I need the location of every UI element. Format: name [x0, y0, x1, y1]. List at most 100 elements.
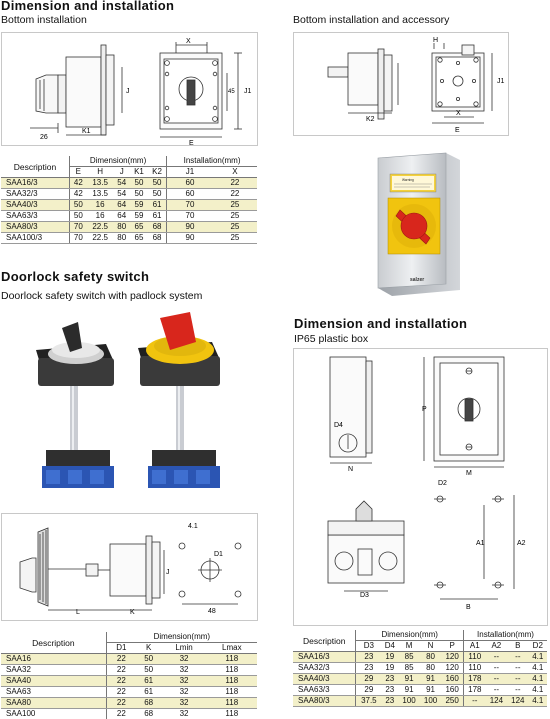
row-model: SAA32/3 — [293, 662, 357, 674]
row-value: 68 — [147, 232, 167, 244]
row-value: 70 — [69, 221, 87, 233]
row-value: 32 — [161, 675, 207, 687]
table-doorlock: Description Dimension(mm) D1 K Lmin Lmax… — [1, 632, 257, 719]
row-value: 59 — [130, 199, 148, 211]
label-a1: A1 — [476, 540, 485, 547]
row-value: 13.5 — [86, 177, 114, 189]
row-value: 32 — [161, 697, 207, 709]
label-b: B — [466, 604, 471, 611]
label-k: K — [130, 609, 135, 616]
col-b: B — [507, 640, 529, 652]
row-value: 61 — [135, 686, 162, 698]
col-description-2: Description — [1, 632, 107, 654]
row-value: 65 — [130, 232, 148, 244]
row-model: SAA80 — [1, 697, 107, 709]
col-k2: K2 — [147, 166, 167, 178]
row-value: 59 — [130, 210, 148, 222]
label-d4: D4 — [334, 422, 343, 429]
col-p: P — [441, 640, 464, 652]
drawing-bottom-installation-accessory: H X K2 J1 E — [293, 32, 509, 136]
row-value: 22 — [106, 686, 136, 698]
row-value: 50 — [135, 664, 162, 676]
row-value: 250 — [441, 695, 464, 707]
row-value: 22 — [106, 664, 136, 676]
row-value: 120 — [441, 662, 464, 674]
col-group-installation-3: Installation(mm) — [462, 630, 547, 641]
col-d3: D3 — [355, 640, 382, 652]
label-d2: D2 — [438, 480, 447, 487]
box-warning-text: Warning — [402, 178, 414, 182]
label-e2: E — [455, 127, 460, 134]
row-value: 50 — [69, 199, 87, 211]
row-value: -- — [507, 673, 529, 685]
row-model: SAA100/3 — [1, 232, 70, 244]
row-model: SAA100 — [1, 708, 107, 719]
label-j1: J1 — [244, 88, 252, 95]
row-value: 91 — [419, 673, 442, 685]
row-value: 19 — [381, 662, 399, 674]
row-value: 54 — [113, 188, 131, 200]
col-description-3: Description — [293, 630, 357, 652]
row-value: 4.1 — [528, 684, 547, 696]
row-value: -- — [507, 651, 529, 663]
col-a1: A1 — [462, 640, 486, 652]
col-d4: D4 — [381, 640, 399, 652]
label-j: J — [126, 88, 130, 95]
row-model: SAA63 — [1, 686, 107, 698]
drawing-bottom-installation: X J J1 45 E K1 26 — [1, 32, 258, 147]
table-bottom-installation: Description Dimension(mm) Installation(m… — [1, 156, 257, 244]
row-value: 118 — [206, 697, 257, 709]
row-value: 22 — [212, 188, 257, 200]
row-value: -- — [485, 662, 508, 674]
col-a2: A2 — [485, 640, 508, 652]
row-value: 25 — [212, 221, 257, 233]
row-value: 70 — [166, 199, 213, 211]
row-value: 61 — [147, 210, 167, 222]
drawing-doorlock: 4.1 D1 J L K 48 — [1, 513, 258, 621]
row-value: -- — [485, 684, 508, 696]
caption-bottom-installation: Bottom installation — [1, 14, 87, 26]
caption-ip65-box: IP65 plastic box — [294, 333, 369, 345]
row-value: 68 — [135, 697, 162, 709]
label-x2: X — [456, 110, 461, 117]
row-value: 23 — [381, 673, 399, 685]
row-value: 61 — [147, 199, 167, 211]
row-value: 22 — [106, 653, 136, 665]
row-model: SAA80/3 — [1, 221, 70, 233]
col-k: K — [135, 642, 162, 654]
row-value: 22.5 — [86, 232, 114, 244]
label-h: H — [433, 37, 438, 44]
section-title-doorlock: Doorlock safety switch — [1, 269, 150, 284]
row-model: SAA63/3 — [1, 210, 70, 222]
col-group-dimension-2: Dimension(mm) — [106, 632, 257, 643]
label-l: L — [76, 609, 80, 616]
row-model: SAA80/3 — [293, 695, 357, 707]
row-value: 118 — [206, 675, 257, 687]
row-value: 110 — [462, 662, 486, 674]
row-model: SAA40 — [1, 675, 107, 687]
section-title-dimension-installation: Dimension and installation — [1, 0, 175, 13]
row-value: 110 — [462, 651, 486, 663]
col-j1: J1 — [166, 166, 213, 178]
row-value: 178 — [462, 684, 486, 696]
row-value: 60 — [166, 188, 213, 200]
col-n: N — [419, 640, 442, 652]
row-model: SAA32 — [1, 664, 107, 676]
row-value: -- — [485, 651, 508, 663]
row-value: 91 — [398, 673, 420, 685]
row-value: 25 — [212, 199, 257, 211]
row-value: 32 — [161, 708, 207, 719]
row-model: SAA32/3 — [1, 188, 70, 200]
label-a2: A2 — [517, 540, 526, 547]
row-value: 68 — [135, 708, 162, 719]
row-value: 32 — [161, 664, 207, 676]
label-45: 45 — [228, 89, 235, 95]
row-value: 13.5 — [86, 188, 114, 200]
